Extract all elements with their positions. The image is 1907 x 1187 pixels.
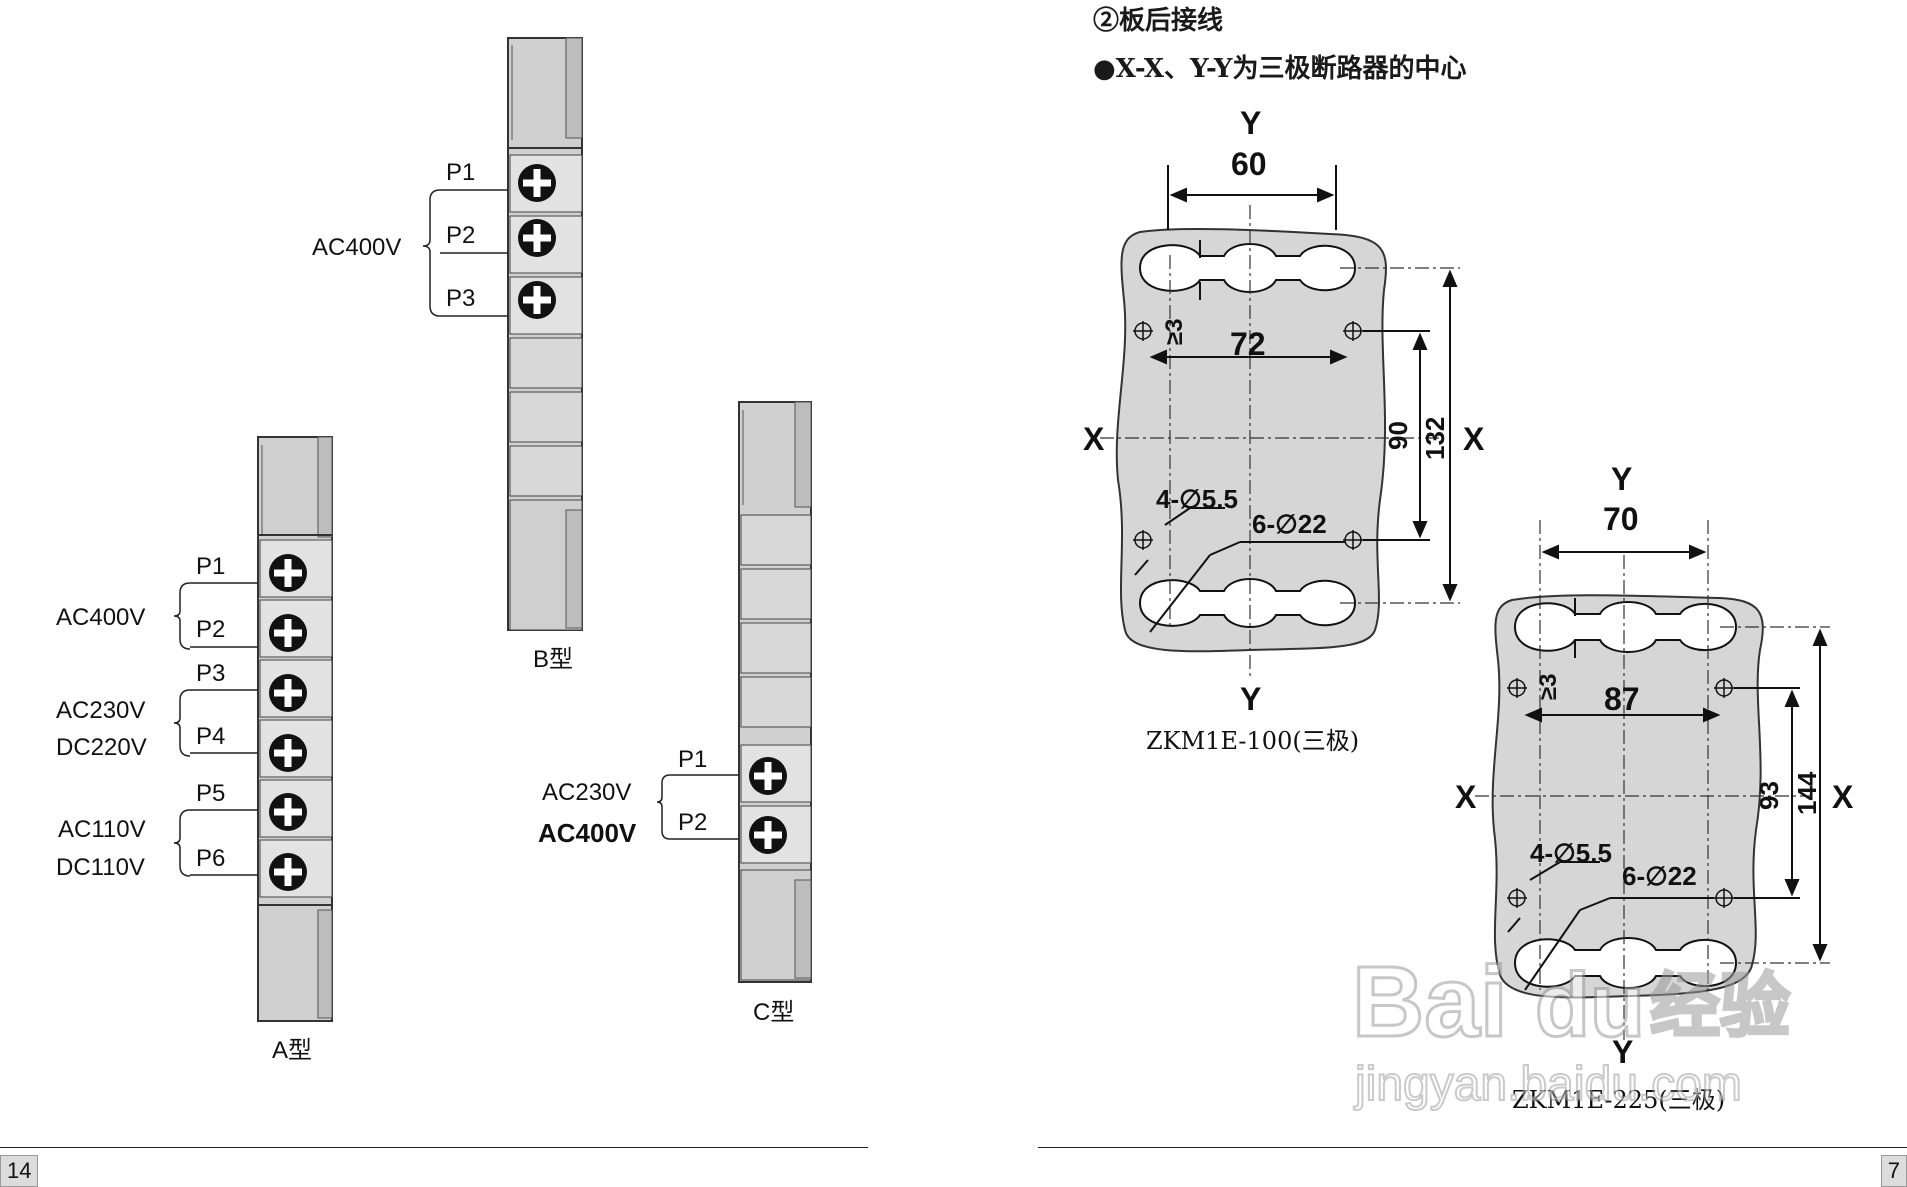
type-caption: C型: [753, 999, 794, 1026]
hole-spec: 6-∅22: [1252, 509, 1327, 539]
axis-label-y: Y: [1611, 461, 1632, 497]
axis-label-x: X: [1832, 779, 1854, 815]
axis-label-y: Y: [1612, 1034, 1633, 1070]
terminal-label: P6: [196, 845, 225, 872]
terminal-label: P2: [446, 222, 475, 249]
voltage-label: AC400V: [312, 234, 401, 261]
svg-text:du: du: [1535, 956, 1645, 1056]
type-caption: B型: [533, 646, 573, 673]
dimension-label: 90: [1383, 421, 1413, 450]
footer-rule-left: [0, 1147, 868, 1148]
drawing-caption: ZKM1E-225(三极): [1512, 1086, 1725, 1114]
terminal-label: P1: [446, 159, 475, 186]
type-caption: A型: [272, 1037, 312, 1064]
screw-icon: [518, 281, 556, 319]
dimension-label: ≥3: [1161, 318, 1188, 345]
screw-icon: [749, 816, 787, 854]
terminal-strip-a: P1 P2 P3 P4 P5 P6 AC400V AC230V DC220V A…: [56, 436, 333, 1064]
screw-icon: [269, 554, 307, 592]
terminal-strip-b: P1 P2 P3 AC400V B型: [312, 37, 583, 673]
voltage-label: AC400V: [56, 604, 145, 631]
voltage-label: AC230V: [542, 779, 631, 806]
screw-icon: [749, 757, 787, 795]
svg-text:jingyan.baidu.com: jingyan.baidu.com: [1353, 1058, 1742, 1111]
dimension-label: 72: [1230, 326, 1266, 362]
drawing-caption: ZKM1E-100(三极): [1146, 727, 1359, 755]
screw-icon: [269, 793, 307, 831]
axis-label-y: Y: [1240, 105, 1261, 141]
voltage-label: DC110V: [56, 854, 145, 881]
terminal-label: P2: [196, 616, 225, 643]
voltage-label: AC230V: [56, 697, 145, 724]
terminal-label: P5: [196, 780, 225, 807]
dimension-label: 93: [1754, 781, 1784, 810]
dimension-label: 87: [1604, 681, 1640, 717]
page-number-left: 14: [0, 1155, 39, 1187]
screw-icon: [269, 853, 307, 891]
terminal-label: P3: [446, 285, 475, 312]
hole-spec: 4-∅5.5: [1156, 484, 1238, 514]
svg-text:Bai: Bai: [1352, 946, 1508, 1058]
page-number-right: 7: [1880, 1155, 1907, 1187]
watermark-logo: Bai du 经验 jingyan.baidu.com: [1351, 945, 1792, 1113]
terminal-label: P1: [678, 746, 707, 773]
hole-spec: 6-∅22: [1622, 861, 1697, 891]
terminal-label: P3: [196, 660, 225, 687]
dimension-label: 132: [1420, 417, 1450, 460]
panel-cutout-drawing-100: Y 60 72 X X Y 4-∅5.5 6-∅22 90 132 ≥3 ZKM…: [1083, 105, 1485, 755]
voltage-label: AC110V: [58, 816, 146, 843]
svg-text:经验: 经验: [1650, 965, 1790, 1047]
panel-cutout-drawing-225: Y 70 87 X X Y 4-∅5.5 6-∅22 93 144 ≥3 ZKM…: [1455, 461, 1854, 1114]
axis-label-x: X: [1463, 421, 1485, 457]
screw-icon: [269, 674, 307, 712]
screw-icon: [518, 164, 556, 202]
terminal-label: P4: [196, 723, 225, 750]
terminal-label: P2: [678, 809, 707, 836]
axis-label-y: Y: [1240, 681, 1261, 717]
hole-spec: 4-∅5.5: [1530, 838, 1612, 868]
dimension-label: 70: [1603, 501, 1639, 537]
terminal-label: P1: [196, 553, 225, 580]
terminal-strip-c: P1 P2 AC230V AC400V C型: [538, 401, 812, 1026]
screw-icon: [269, 614, 307, 652]
screw-icon: [269, 734, 307, 772]
voltage-label: DC220V: [56, 734, 147, 761]
dimension-label: 60: [1231, 146, 1267, 182]
panel-outline: [1115, 227, 1387, 653]
note-text: ●X-X、Y-Y为三极断路器的中心: [1093, 54, 1467, 84]
dimension-label: 144: [1792, 771, 1822, 815]
voltage-label: AC400V: [538, 818, 637, 848]
dimension-label: ≥3: [1535, 673, 1562, 700]
screw-icon: [518, 219, 556, 257]
axis-label-x: X: [1083, 421, 1105, 457]
footer-rule-right: [1038, 1147, 1907, 1148]
section-heading: ②板后接线: [1093, 6, 1224, 36]
axis-label-x: X: [1455, 779, 1477, 815]
